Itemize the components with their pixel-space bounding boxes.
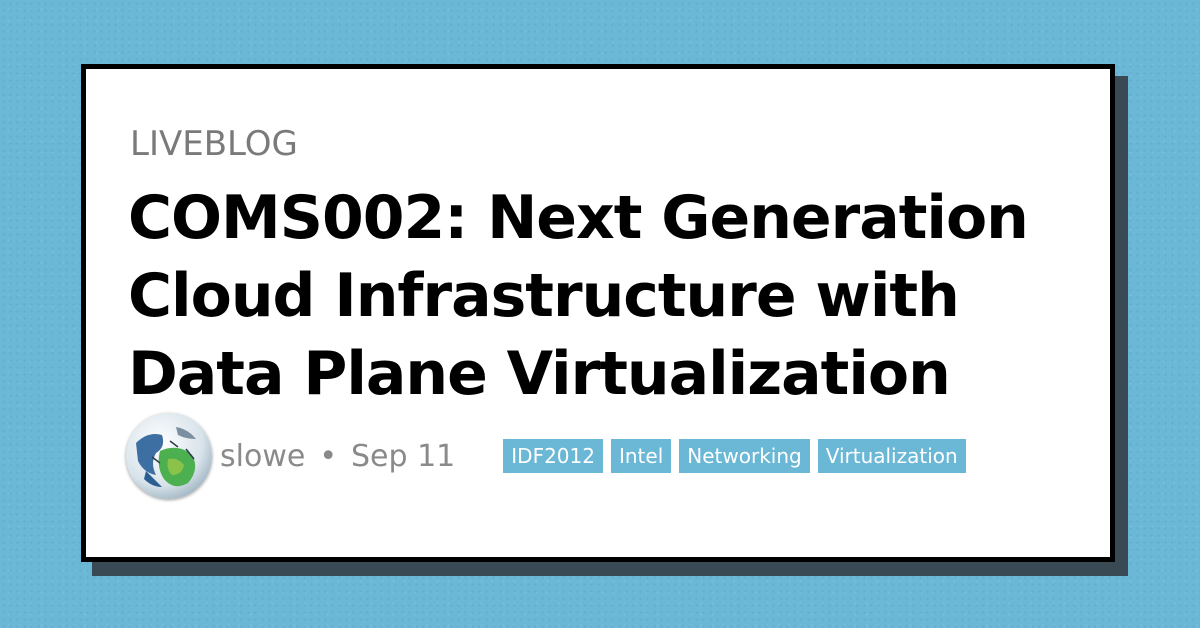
globe-icon	[126, 413, 212, 499]
tag-idf2012[interactable]: IDF2012	[503, 439, 603, 473]
tag-networking[interactable]: Networking	[679, 439, 810, 473]
author-line: slowe • Sep 11	[220, 439, 455, 474]
post-date: Sep 11	[351, 438, 456, 474]
tag-virtualization[interactable]: Virtualization	[817, 439, 966, 473]
tag-intel[interactable]: Intel	[610, 439, 672, 473]
post-category: LIVEBLOG	[130, 124, 298, 164]
author-avatar	[126, 413, 212, 499]
post-meta: slowe • Sep 11 IDF2012 Intel Networking …	[126, 411, 966, 501]
author-name[interactable]: slowe	[220, 438, 306, 474]
meta-separator: •	[319, 438, 338, 474]
tag-list: IDF2012 Intel Networking Virtualization	[503, 439, 966, 473]
post-title: COMS002: Next Generation Cloud Infrastru…	[128, 183, 1029, 409]
post-card: LIVEBLOG COMS002: Next Generation Cloud …	[81, 64, 1115, 562]
